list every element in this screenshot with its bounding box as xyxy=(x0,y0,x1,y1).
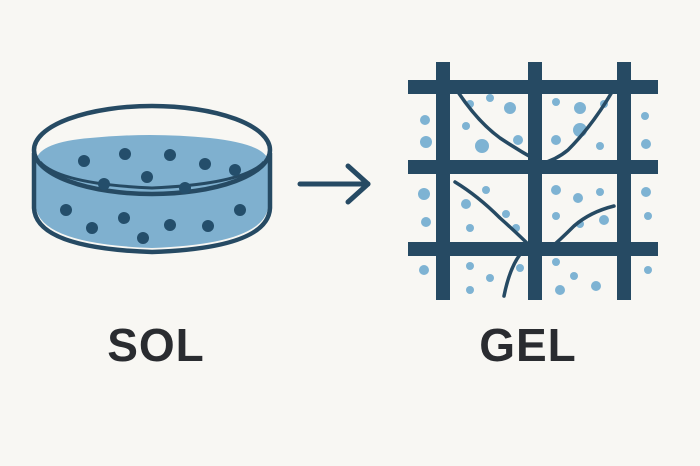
gel-particle xyxy=(461,199,471,209)
sol-particle xyxy=(137,232,149,244)
gel-strand xyxy=(502,250,524,298)
gel-particle xyxy=(641,112,649,120)
sol-particle xyxy=(118,212,130,224)
dish-wall xyxy=(31,153,273,255)
sol-particle xyxy=(202,220,214,232)
gel-particle xyxy=(466,224,474,232)
sol-particle xyxy=(164,219,176,231)
sol-liquid xyxy=(36,135,268,248)
gel-particle xyxy=(513,135,523,145)
sol-particle xyxy=(164,149,176,161)
gel-particle xyxy=(419,265,429,275)
sol-particle xyxy=(98,178,110,190)
sol-particle xyxy=(199,158,211,170)
gel-network-icon xyxy=(408,62,658,300)
petri-dish-icon xyxy=(31,103,273,255)
gel-particle xyxy=(475,139,489,153)
gel-particle xyxy=(502,210,510,218)
gel-particle xyxy=(482,186,490,194)
gel-particle xyxy=(644,212,652,220)
sol-particle xyxy=(86,222,98,234)
gel-particle xyxy=(486,94,494,102)
dish-rim xyxy=(31,103,273,197)
gel-particle xyxy=(462,122,470,130)
gel-particle xyxy=(599,215,609,225)
sol-particle xyxy=(78,155,90,167)
gel-particle xyxy=(596,188,604,196)
gel-particle xyxy=(552,212,560,220)
gel-strand xyxy=(453,180,534,250)
gel-particle xyxy=(552,98,560,106)
gel-particle xyxy=(420,115,430,125)
gel-particle xyxy=(574,102,586,114)
sol-particle xyxy=(141,171,153,183)
gel-particle xyxy=(418,188,430,200)
gel-particle xyxy=(486,274,494,282)
gel-grid xyxy=(408,62,658,300)
gel-particle xyxy=(504,102,516,114)
right-arrow-icon xyxy=(297,163,371,205)
sol-particle xyxy=(229,164,241,176)
gel-particle xyxy=(641,139,651,149)
gel-particle xyxy=(641,187,651,197)
sol-particle xyxy=(179,182,191,194)
gel-strand xyxy=(456,90,538,162)
gel-particle xyxy=(551,185,561,195)
gel-particle xyxy=(466,286,474,294)
gel-particle xyxy=(596,142,604,150)
gel-particle xyxy=(551,135,561,145)
gel-particle xyxy=(516,264,524,272)
sol-particles xyxy=(60,148,246,244)
sol-particle xyxy=(119,148,131,160)
gel-particles xyxy=(418,94,652,295)
gel-particle xyxy=(552,258,560,266)
gel-particle xyxy=(420,136,432,148)
sol-particle xyxy=(60,204,72,216)
sol-label: SOL xyxy=(107,319,205,371)
liquid-surface-edge xyxy=(38,160,266,190)
gel-particle xyxy=(466,262,474,270)
gel-label: GEL xyxy=(479,319,577,371)
gel-particle xyxy=(555,285,565,295)
gel-particle xyxy=(644,266,652,274)
sol-particle xyxy=(234,204,246,216)
gel-particle xyxy=(591,281,601,291)
gel-particle xyxy=(570,272,578,280)
gel-particle xyxy=(573,193,583,203)
gel-particle xyxy=(421,217,431,227)
